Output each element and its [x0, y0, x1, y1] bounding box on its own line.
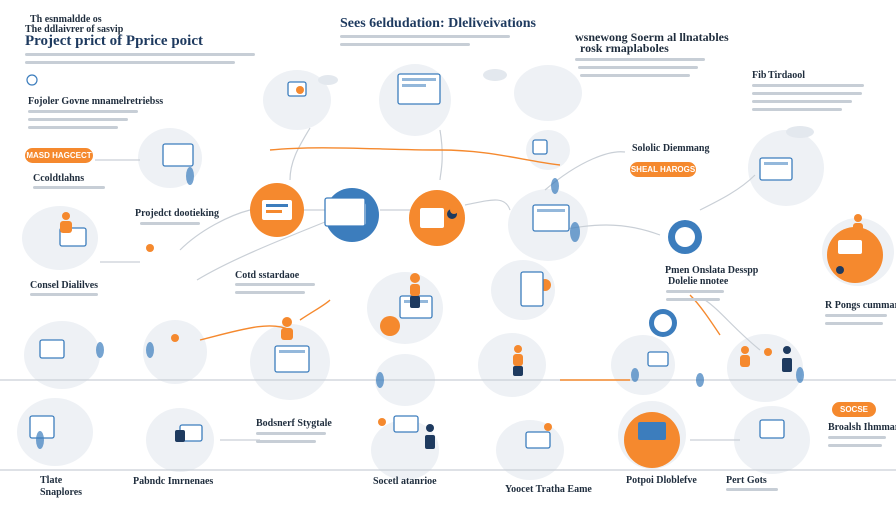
label-center-left: Projedct dootieking: [135, 208, 219, 219]
center-subtitle-bar-2: [340, 43, 470, 46]
label-prnen-bar-2: [666, 298, 720, 301]
label-socet: Socetl atanrioe: [373, 476, 437, 487]
center-title: Sees 6eldudation: Dleliveivations: [340, 16, 537, 31]
label-potpoi: Potpoi Dloblefve: [626, 475, 697, 486]
label-top-left-bar-3: [28, 126, 118, 129]
label-bodstet: Bodsnerf Stygtale: [256, 418, 332, 429]
label-cotd-bar-1: [235, 283, 315, 286]
label-cotd-bar-2: [235, 291, 305, 294]
label-consel: Consel Dialilves: [30, 280, 99, 291]
main-title: Project prict of Pprice poict: [25, 33, 203, 49]
label-cotd: Cotd sstardaoe: [235, 270, 300, 281]
label-prnen-bar-1: [666, 290, 724, 293]
label-right-top-1: Fib: [752, 70, 767, 81]
center-subtitle-bar-1: [340, 35, 510, 38]
label-right-top-bar-4: [752, 108, 842, 111]
header-line-2: The ddlaivrer of sasvip: [25, 24, 124, 35]
label-pert: Pert Gots: [726, 475, 767, 486]
label-fpongs: R Pongs cummary: [825, 300, 896, 311]
label-broalsh: Broalsh Ihmmary: [828, 422, 896, 433]
label-sololic: Sololic Diemmang: [632, 143, 710, 154]
label-left-mid: Ccoldtlahns: [33, 173, 85, 184]
label-broalsh-bar-1: [828, 436, 886, 439]
label-consel-bar: [30, 293, 98, 296]
label-right-top-2: Tirdaool: [768, 70, 806, 81]
label-dolelie: Dolelie nnotee: [668, 276, 729, 287]
label-pert-bar: [726, 488, 778, 491]
label-top-left: Fojoler Govne mnamelretriebss: [28, 96, 164, 107]
pill-left: MASD HAGCECT: [25, 148, 93, 163]
label-fpongs-bar-2: [825, 322, 883, 325]
label-bodstet-bar-1: [256, 432, 326, 435]
label-right-top-bar-2: [752, 92, 862, 95]
pill-right-bottom: SOCSE: [832, 402, 876, 417]
label-bodstet-bar-2: [256, 440, 316, 443]
subtitle-bar-2: [25, 61, 235, 64]
label-prnen: Pmen Onslata Desspp: [665, 265, 759, 276]
label-right-top-bar-3: [752, 100, 852, 103]
pill-right: SHEAL HAROGS: [630, 162, 696, 177]
label-yoocet: Yoocet Tratha Eame: [505, 484, 592, 495]
right-subtitle-bar-2: [578, 66, 698, 69]
label-right-top-bar-1: [752, 84, 864, 87]
right-subtitle-bar-3: [580, 74, 690, 77]
label-top-left-bar-2: [28, 118, 128, 121]
label-left-mid-bar: [33, 186, 105, 189]
label-pabnie: Pabndc Imrnenaes: [133, 476, 214, 487]
right-title-2: rosk rmaplaboles: [580, 41, 669, 55]
right-title-1: wsnewong Soerm al llnatables: [575, 30, 729, 44]
subtitle-bar-1: [25, 53, 255, 56]
label-broalsh-bar-2: [828, 444, 882, 447]
label-fpongs-bar-1: [825, 314, 887, 317]
label-center-left-bar: [140, 222, 200, 225]
label-bottom-left-2: Snaplores: [40, 487, 83, 498]
right-subtitle-bar-1: [575, 58, 705, 61]
label-top-left-bar-1: [28, 110, 138, 113]
header-line-1: Th esnmaldde os: [30, 14, 102, 25]
label-bottom-left-1: Tlate: [40, 475, 63, 486]
